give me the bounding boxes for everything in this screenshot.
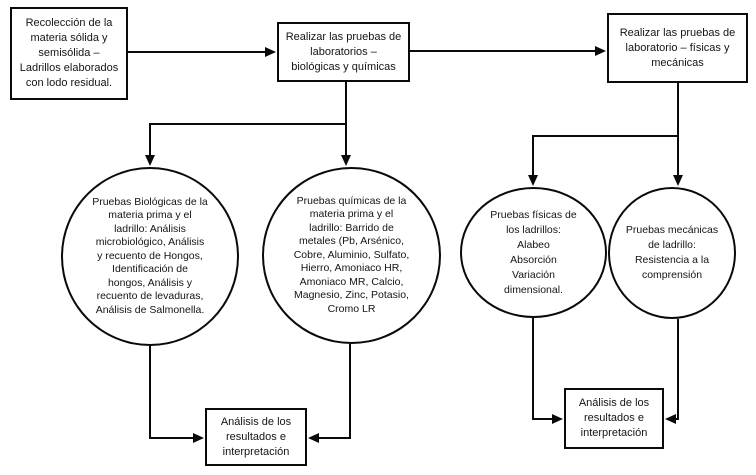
node-chemical-tests: Pruebas químicas de la materia prima y e…	[262, 167, 441, 344]
connector-mechanical-to-analysis-right	[665, 319, 679, 424]
node-lab-tests-bio-chem: Realizar las pruebas de laboratorios – b…	[277, 22, 410, 82]
node-analysis-results-left: Análisis de los resultados e interpretac…	[205, 408, 307, 466]
node-collection-raw-material: Recolección de la materia sólida y semis…	[10, 7, 128, 100]
connector-branch-to-physical	[528, 135, 679, 186]
node-biological-tests: Pruebas Biológicas de la materia prima y…	[61, 167, 239, 346]
node-analysis-results-right: Análisis de los resultados e interpretac…	[564, 388, 664, 449]
node-physical-tests: Pruebas físicas de los ladrillos: Alabeo…	[460, 187, 607, 318]
connector-branch-to-biological	[145, 123, 347, 166]
connector-biological-to-analysis-left	[149, 346, 204, 443]
connector-chemical-to-analysis-left	[308, 344, 351, 443]
node-mechanical-tests: Pruebas mecánicas de ladrillo: Resistenc…	[608, 187, 736, 319]
node-lab-tests-phys-mech: Realizar las pruebas de laboratorio – fí…	[607, 13, 748, 83]
connector-physical-to-analysis-right	[532, 318, 563, 424]
